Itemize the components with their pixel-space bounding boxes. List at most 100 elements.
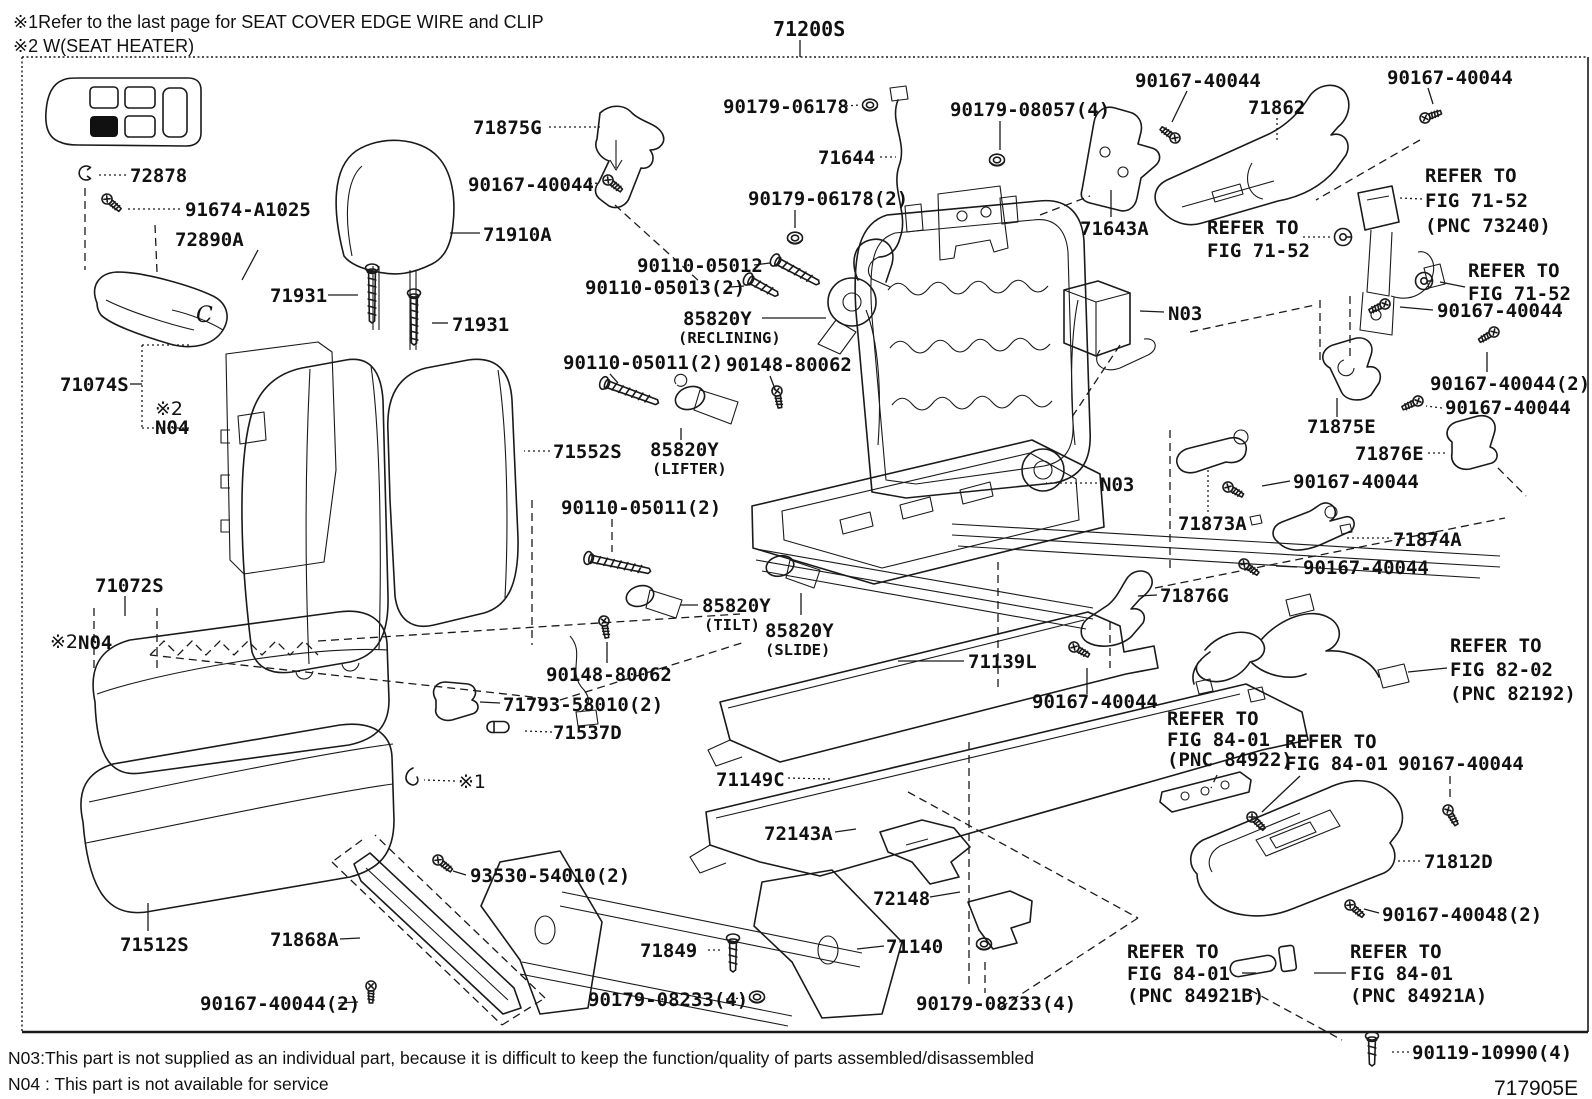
leader-line (1261, 480, 1291, 487)
leader-line (1249, 989, 1343, 1041)
leader-line (1189, 304, 1316, 333)
footnote-n04: N04 : This part is not available for ser… (8, 1074, 329, 1094)
part-label: 85820Y (765, 620, 834, 642)
leader-line (856, 945, 885, 950)
screw-icon (1344, 899, 1365, 919)
leader-line (331, 839, 363, 863)
part-label: FIG 82-02 (1450, 659, 1553, 681)
bracket-hole (956, 210, 968, 222)
tilt-motor (625, 584, 655, 608)
part-label: 90179-06178(2) (748, 188, 908, 210)
part-label: ※2 (155, 398, 183, 420)
screw-icon (1419, 109, 1443, 124)
part-label: 71793-58010(2) (503, 694, 663, 716)
leader-line (501, 997, 546, 1026)
arm-71873A (1175, 436, 1248, 474)
part-label: 85820Y (650, 439, 719, 461)
headrest-posts (372, 266, 417, 350)
part-label: 90148-80062 (726, 354, 852, 376)
part-label: REFER TO (1425, 165, 1517, 187)
leader-line (1425, 405, 1443, 409)
leader-line (834, 828, 857, 833)
leader-line (1399, 306, 1434, 311)
part-label: 71072S (95, 575, 164, 597)
heater-pad-outline (149, 613, 746, 701)
armrest-crease (105, 299, 224, 331)
lifter-motor-body (674, 373, 739, 425)
tilt-motor-body (645, 589, 683, 619)
bolt-icon (742, 272, 779, 298)
part-label: REFER TO (1127, 941, 1219, 963)
bracket-hole (1220, 780, 1230, 790)
bracket-hole (980, 206, 992, 218)
part-label: FIG 71-52 (1425, 190, 1528, 212)
bolt-icon (769, 253, 820, 286)
slide-rail-left (755, 548, 1094, 630)
part-label: REFER TO (1450, 635, 1542, 657)
part-label: ※1 (458, 771, 486, 793)
nut-icon (975, 937, 993, 951)
screw-icon (771, 385, 784, 409)
leader-line (725, 997, 747, 1000)
part-label: 71140 (886, 936, 943, 958)
seatback-board-notches (220, 429, 230, 533)
part-label: 72890A (175, 229, 244, 251)
harness-connectors (1195, 593, 1410, 703)
part-label: 71862 (1248, 97, 1305, 119)
part-label: 90167-40044 (1032, 691, 1158, 713)
seat-cell (124, 115, 156, 138)
seat-cell (89, 86, 119, 109)
part-label: FIG 84-01 (1350, 963, 1453, 985)
screw-icon (432, 854, 454, 873)
part-label: 90167-40044 (1437, 300, 1563, 322)
seat-back-right-seam (497, 369, 508, 599)
part-label: 90148-80062 (546, 664, 672, 686)
wire-harness (1192, 612, 1380, 685)
seatback-frame-outer (854, 199, 1091, 499)
bolt-icon (406, 288, 422, 346)
part-label: 90167-40044 (468, 174, 594, 196)
part-label: 85820Y (702, 595, 771, 617)
part-label: 90167-40044 (1398, 753, 1524, 775)
nut-icon (786, 231, 804, 245)
part-label: (TILT) (704, 616, 760, 634)
side-shield-71812D (1190, 779, 1404, 917)
screw-icon (602, 174, 624, 193)
bolt-icon (598, 375, 660, 406)
side-shield-71862-detail (1181, 162, 1275, 208)
headrest-sleeves (904, 195, 1019, 233)
part-label: N04 (78, 632, 112, 654)
side-shield-71812D-detail (1208, 809, 1341, 873)
part-label: 71875E (1307, 416, 1376, 438)
rail-cover-71149C-detail (689, 693, 1241, 874)
slide-motor-body (785, 559, 821, 589)
leader-line (423, 779, 456, 782)
vehicle-outline (45, 77, 202, 147)
part-label: N04 (155, 417, 189, 439)
seat-cell (124, 86, 156, 109)
screw-icon (1401, 395, 1424, 411)
leader-line (1275, 565, 1298, 568)
part-label: 71643A (1080, 218, 1149, 240)
part-label: (RECLINING) (678, 329, 781, 347)
bolt-icon (1364, 1031, 1380, 1067)
arm-71873A-boss (1233, 429, 1249, 445)
bolt-icon (583, 550, 652, 575)
slide-motor (765, 554, 795, 578)
part-label: 90179-08057(4) (950, 99, 1110, 121)
screw-icon (1442, 804, 1459, 827)
seat-cushion-top (92, 610, 390, 775)
part-label: 90110-05011(2) (563, 352, 723, 374)
part-label: FIG 71-52 (1207, 240, 1310, 262)
leader-line (1439, 281, 1466, 288)
part-label: 90167-40044 (1445, 397, 1571, 419)
bolt-icon (725, 933, 741, 973)
part-label: FIG 84-01 (1127, 963, 1230, 985)
rail-studs (1249, 514, 1437, 543)
part-label: 72148 (873, 888, 930, 910)
side-shield-71862 (1154, 84, 1350, 226)
leader-line (787, 777, 831, 780)
heater-wire (569, 635, 599, 727)
bracket-72148 (967, 890, 1033, 950)
leader-line (753, 262, 771, 266)
